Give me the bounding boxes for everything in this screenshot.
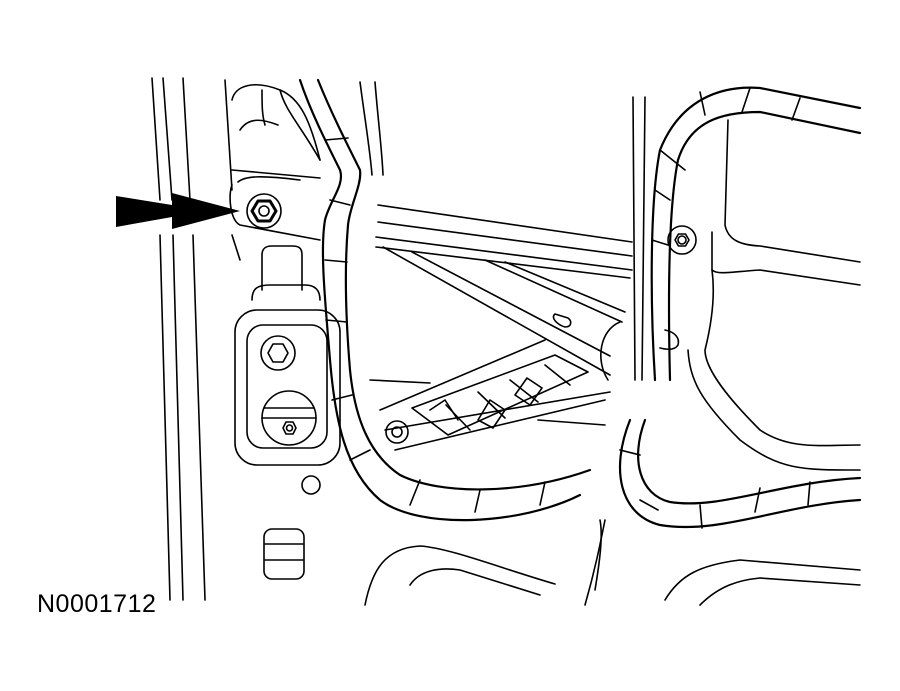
callout-arrow-icon bbox=[116, 193, 240, 229]
rubber-plug bbox=[263, 528, 305, 580]
door-pillar-lines bbox=[151, 77, 241, 601]
lock-cylinder-rod-clip bbox=[261, 390, 317, 446]
inner-panel-contour bbox=[659, 119, 861, 471]
regulator-bolt-lower bbox=[385, 420, 409, 444]
round-hole bbox=[301, 475, 321, 495]
latch-tab bbox=[251, 245, 321, 301]
door-seal-left bbox=[298, 78, 592, 522]
regulator-bolt-right bbox=[667, 225, 697, 255]
door-seal-right bbox=[618, 86, 862, 529]
lower-panel-contour bbox=[364, 519, 861, 606]
window-regulator-rails bbox=[375, 204, 633, 279]
window-regulator-cross-brace bbox=[369, 246, 626, 451]
hex-nut-fastener bbox=[246, 193, 282, 229]
upper-bracket bbox=[229, 84, 321, 241]
door-latch-access-pocket bbox=[234, 309, 341, 466]
figure-reference-id: N0001712 bbox=[37, 590, 157, 618]
hex-bolt bbox=[260, 335, 296, 371]
